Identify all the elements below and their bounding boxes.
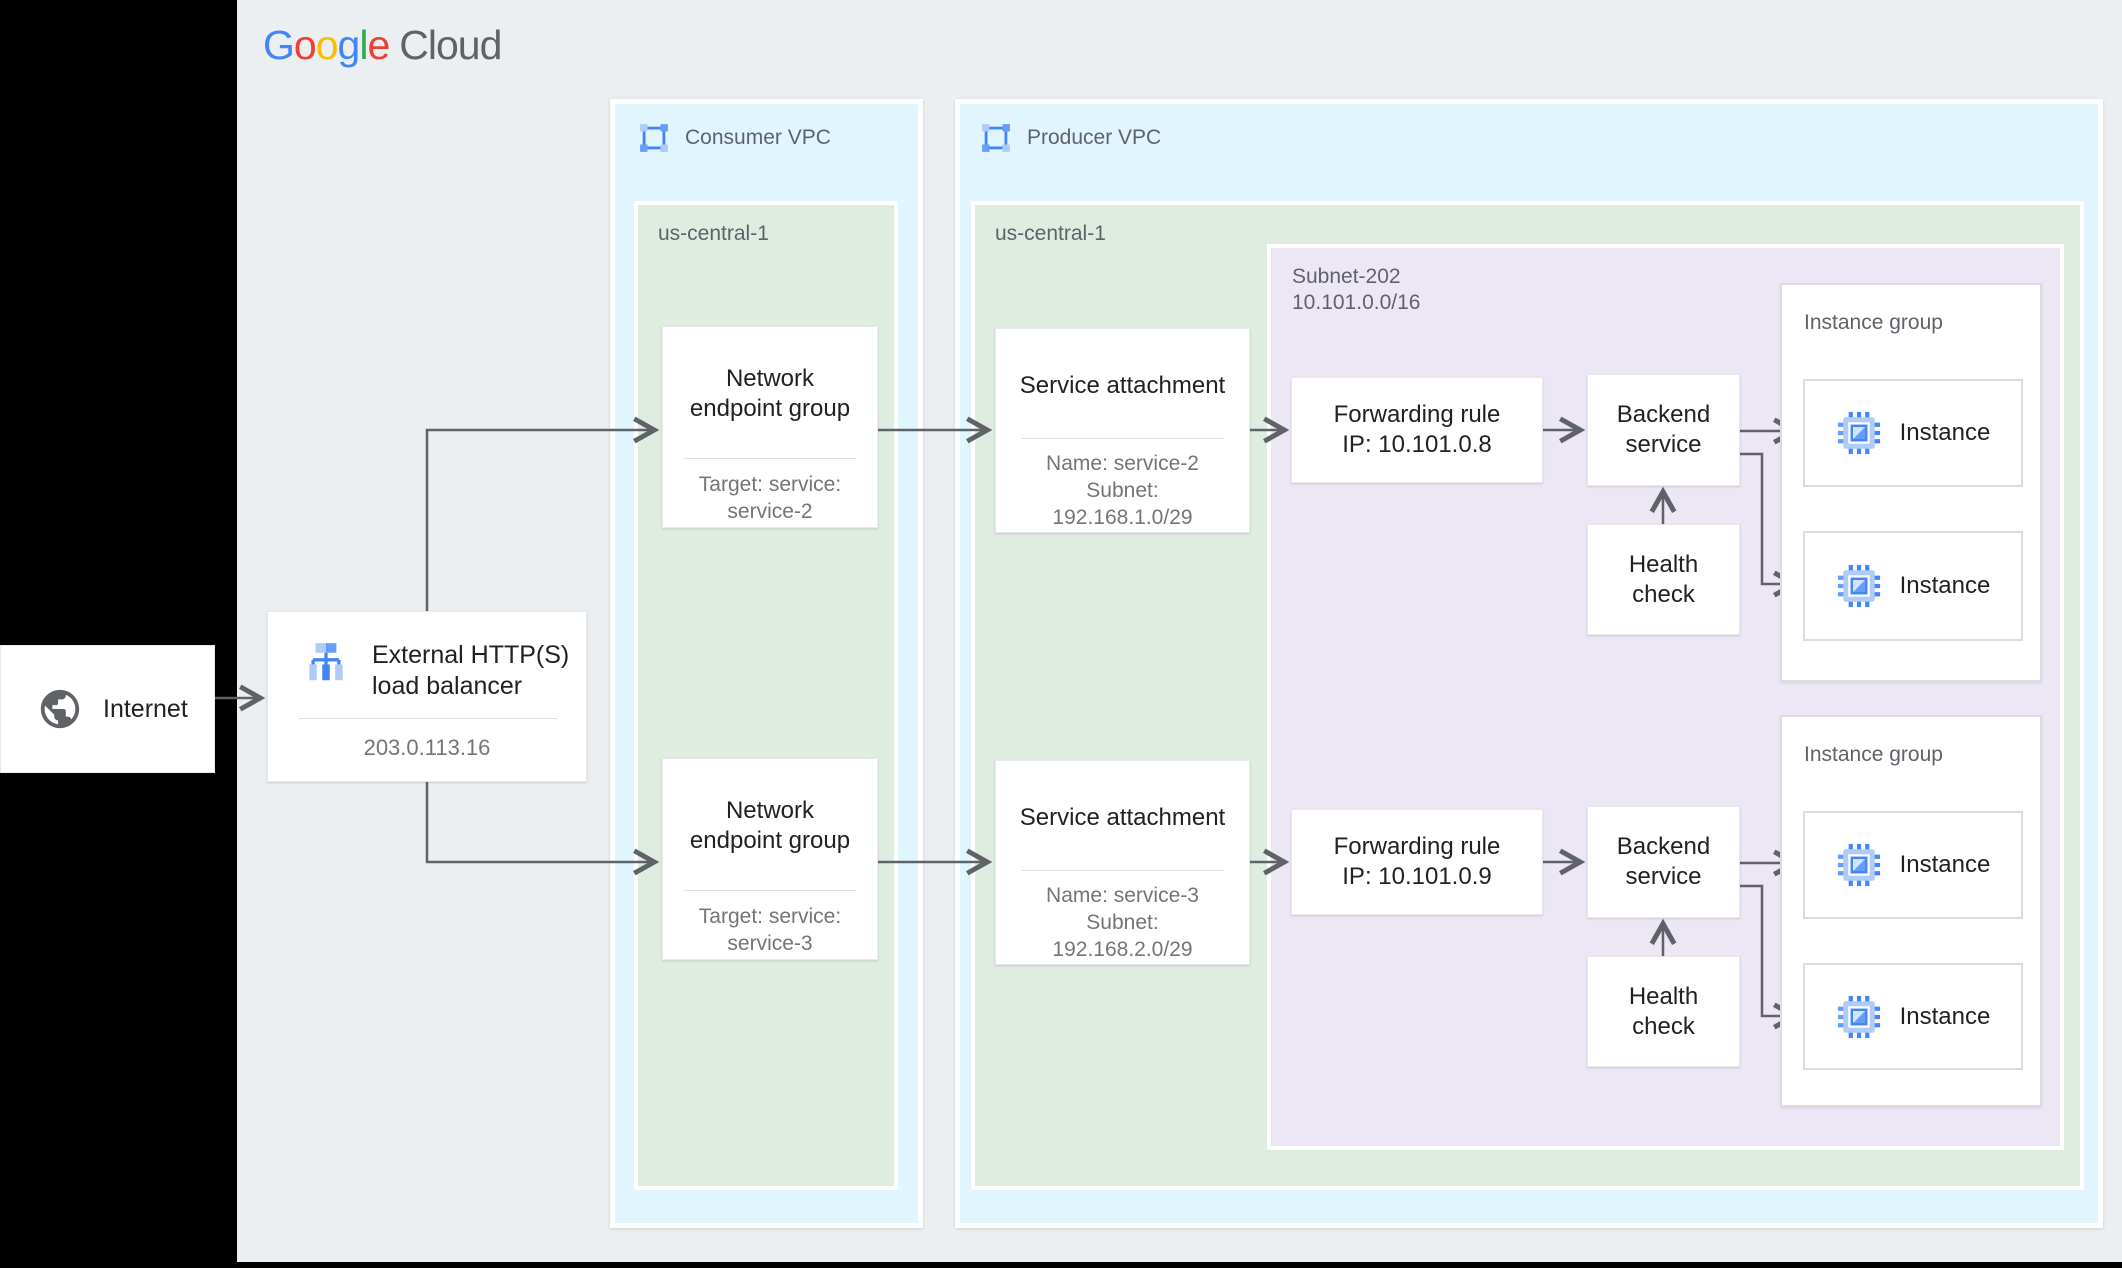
- backend-service-label: service: [1625, 431, 1702, 458]
- load-balancer-title-line2: load balancer: [372, 672, 523, 700]
- instance-group-1: Instance group Instance: [1780, 283, 2042, 682]
- internet-label: Internet: [103, 695, 188, 723]
- health-check-2: Health check: [1587, 956, 1740, 1067]
- logo-cloud-text: Cloud: [399, 22, 502, 68]
- neg-title-line1: Network: [725, 365, 814, 392]
- neg-title: Network endpoint group: [690, 796, 850, 856]
- globe-icon: [40, 689, 80, 729]
- service-attachment-2: Service attachment Name: service-3 Subne…: [995, 760, 1250, 965]
- backend-service-1: Backend service: [1587, 374, 1740, 486]
- forwarding-rule-title: Forwarding rule: [1333, 833, 1501, 860]
- service-attachment-name: Name: service-2: [1046, 452, 1199, 475]
- neg-target: Target: service: service-2: [699, 471, 841, 525]
- logo-letter: o: [293, 22, 317, 68]
- instance-node: Instance: [1803, 379, 2023, 487]
- instance-label: Instance: [1899, 1002, 1991, 1030]
- service-attachment-details: Name: service-2 Subnet: 192.168.1.0/29: [1046, 450, 1199, 531]
- instance-node: Instance: [1803, 531, 2023, 641]
- forwarding-rule-title: Forwarding rule: [1333, 401, 1501, 428]
- service-attachment-title: Service attachment: [1019, 804, 1226, 831]
- neg-target-line2: service-2: [727, 500, 813, 523]
- compute-instance-icon: [1837, 995, 1880, 1038]
- service-attachment-name: Name: service-3: [1046, 884, 1199, 907]
- backend-service-label: Backend: [1616, 833, 1711, 860]
- neg-title-line2: endpoint group: [689, 395, 851, 422]
- logo-letter: G: [263, 22, 295, 68]
- load-balancer-title: External HTTP(S) load balancer: [372, 640, 569, 702]
- health-check-1: Health check: [1587, 524, 1740, 635]
- vpc-icon: [640, 124, 668, 152]
- forwarding-rule-2: Forwarding rule IP: 10.101.0.9: [1291, 809, 1543, 915]
- neg-title-line2: endpoint group: [689, 827, 851, 854]
- compute-instance-icon: [1837, 411, 1880, 455]
- forwarding-rule-ip: IP: 10.101.0.8: [1342, 431, 1492, 458]
- instance-label: Instance: [1899, 419, 1991, 446]
- consumer-vpc-label: Consumer VPC: [685, 126, 831, 149]
- consumer-region-label: us-central-1: [658, 222, 769, 245]
- producer-vpc-header: Producer VPC: [979, 121, 1161, 155]
- instance-node: Instance: [1803, 811, 2023, 919]
- producer-region-label: us-central-1: [995, 222, 1106, 245]
- backend-service-label: service: [1625, 863, 1702, 890]
- service-attachment-title: Service attachment: [1019, 372, 1226, 399]
- load-balancer-title-line1: External HTTP(S): [372, 641, 570, 669]
- instance-label: Instance: [1899, 851, 1991, 878]
- compute-instance-icon: [1837, 564, 1880, 608]
- subnet-cidr: 10.101.0.0/16: [1292, 291, 1421, 314]
- health-check-label: Health: [1628, 550, 1699, 578]
- instance-group-label: Instance group: [1804, 311, 1943, 334]
- neg-target-line2: service-3: [727, 932, 813, 955]
- backend-service-label: Backend: [1616, 401, 1711, 428]
- service-attachment-details: Name: service-3 Subnet: 192.168.2.0/29: [1046, 882, 1199, 963]
- health-check-label: Health: [1628, 982, 1699, 1010]
- instance-group-label: Instance group: [1804, 743, 1943, 766]
- logo-letter: l: [359, 22, 368, 68]
- divider: [299, 718, 557, 719]
- backend-service-2: Backend service: [1587, 806, 1740, 918]
- health-check-label: check: [1632, 1012, 1695, 1040]
- divider: [684, 890, 856, 891]
- load-balancer-ip: 203.0.113.16: [363, 735, 491, 760]
- subnet-label: Subnet-202 10.101.0.0/16: [1292, 264, 1420, 316]
- neg-target: Target: service: service-3: [699, 903, 841, 957]
- forwarding-rule-1: Forwarding rule IP: 10.101.0.8: [1291, 377, 1543, 483]
- instance-label: Instance: [1899, 572, 1991, 599]
- neg-target-line1: Target: service:: [698, 473, 842, 496]
- service-attachment-subnet-cidr: 192.168.2.0/29: [1052, 938, 1193, 961]
- network-endpoint-group-1: Network endpoint group Target: service: …: [662, 326, 878, 528]
- neg-target-line1: Target: service:: [698, 905, 842, 928]
- internet-node: Internet: [0, 645, 215, 773]
- vpc-icon: [982, 124, 1010, 152]
- logo-letter: o: [315, 22, 339, 68]
- divider: [1021, 438, 1224, 439]
- producer-vpc-label: Producer VPC: [1027, 126, 1162, 149]
- neg-title-line1: Network: [725, 797, 814, 824]
- instance-group-2: Instance group Instance: [1780, 715, 2042, 1107]
- service-attachment-subnet-label: Subnet:: [1086, 911, 1159, 934]
- divider: [1021, 870, 1224, 871]
- instance-node: Instance: [1803, 963, 2023, 1070]
- logo-letter: g: [337, 22, 361, 68]
- consumer-vpc-header: Consumer VPC: [637, 121, 831, 155]
- load-balancer-node: External HTTP(S) load balancer 203.0.113…: [267, 611, 587, 782]
- health-check-label: check: [1632, 580, 1695, 608]
- network-endpoint-group-2: Network endpoint group Target: service: …: [662, 758, 878, 960]
- service-attachment-1: Service attachment Name: service-2 Subne…: [995, 328, 1250, 533]
- neg-title: Network endpoint group: [690, 364, 850, 424]
- service-attachment-subnet-cidr: 192.168.1.0/29: [1052, 506, 1193, 529]
- compute-instance-icon: [1837, 843, 1880, 887]
- load-balancer-icon: [309, 643, 343, 681]
- service-attachment-subnet-label: Subnet:: [1086, 479, 1159, 502]
- subnet-name: Subnet-202: [1292, 265, 1401, 288]
- forwarding-rule-ip: IP: 10.101.0.9: [1342, 863, 1492, 890]
- logo-letter: e: [367, 22, 390, 68]
- divider: [684, 458, 856, 459]
